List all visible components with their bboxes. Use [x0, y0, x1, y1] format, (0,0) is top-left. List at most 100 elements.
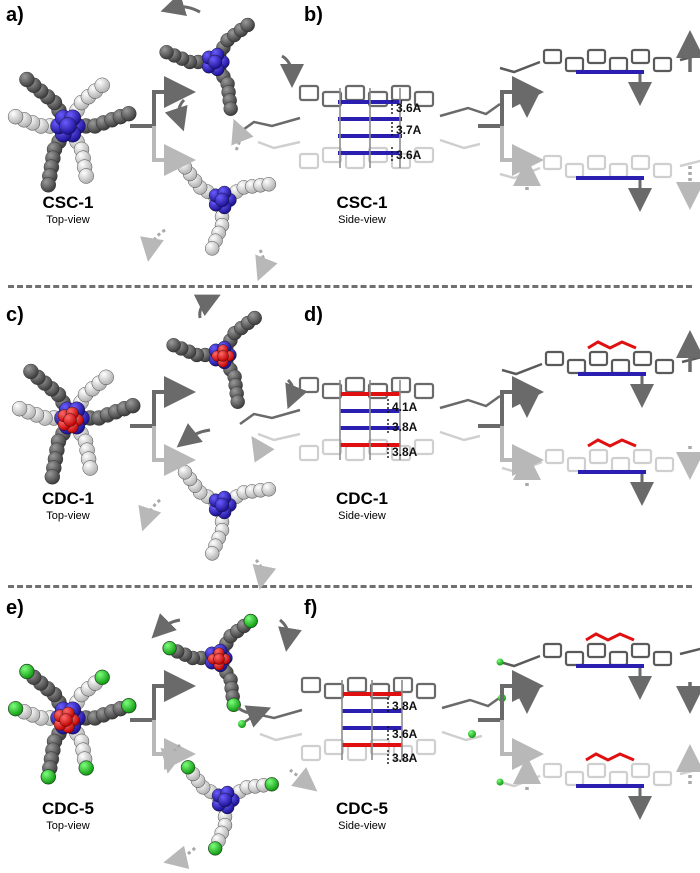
- side-half-stick-model: [499, 154, 700, 212]
- chloro-end-sphere: [40, 769, 56, 785]
- half-molecule: [180, 760, 279, 856]
- alkyl-arm: [439, 138, 481, 150]
- rotation-arrow: [279, 54, 304, 88]
- atom-sphere: [247, 310, 262, 326]
- alkyl-arm: [439, 102, 501, 118]
- chloro-end-sphere: [94, 669, 110, 685]
- alkyl-arm: [499, 60, 541, 74]
- split-arrow-up: [130, 376, 196, 428]
- split-arrow-down: [152, 720, 196, 770]
- core-sphere: [59, 117, 77, 135]
- aromatic-ring: [413, 146, 435, 164]
- aromatic-ring: [323, 738, 345, 756]
- aromatic-ring: [413, 90, 435, 108]
- stick-models: [238, 48, 700, 820]
- atom-sphere: [204, 546, 220, 561]
- split-arrow-down: [152, 126, 196, 176]
- atom-sphere: [177, 465, 193, 480]
- atom-sphere: [7, 108, 24, 125]
- side-half-stick-model: [496, 632, 700, 700]
- aromatic-ring: [542, 48, 563, 65]
- alkyl-arm: [257, 432, 301, 442]
- aromatic-ring: [632, 350, 653, 367]
- atom-sphere: [261, 177, 276, 192]
- alkyl-arm: [439, 430, 481, 442]
- distance-label: 3.6A: [396, 101, 422, 115]
- aromatic-ring: [588, 350, 609, 367]
- core-sphere: [214, 497, 230, 513]
- chloro-end-sphere: [8, 701, 23, 717]
- aromatic-ring: [586, 48, 607, 65]
- split-arrow-down: [152, 426, 196, 476]
- aromatic-ring: [544, 350, 565, 367]
- atom-sphere: [78, 168, 94, 184]
- aromatic-ring: [346, 744, 368, 762]
- split-arrow: [130, 376, 196, 476]
- view-name-e: Top-view: [46, 820, 90, 832]
- rotation-arrows: [138, 0, 700, 870]
- alkyl-arm: [499, 166, 541, 180]
- aromatic-ring: [654, 358, 675, 375]
- aromatic-ring: [321, 90, 343, 108]
- half-molecule: [162, 613, 258, 712]
- atom-sphere: [11, 401, 28, 417]
- atom-sphere: [23, 363, 39, 380]
- atom-sphere: [121, 105, 137, 122]
- aromatic-ring: [630, 154, 651, 171]
- core-layer: [585, 632, 635, 642]
- aromatic-ring: [344, 152, 366, 170]
- molecule-name-b: CSC-1: [336, 193, 388, 212]
- distance-annotations: 3.6A3.7A3.6A4.1A3.8A3.8A3.8A3.6A3.8A: [387, 100, 422, 766]
- distance-label: 3.8A: [392, 445, 418, 459]
- side-half-stick-model: [501, 340, 700, 408]
- side-half-stick-model: [499, 48, 700, 106]
- chloro-end-sphere: [468, 730, 476, 738]
- distance-label: 4.1A: [392, 400, 418, 414]
- atom-sphere: [230, 394, 245, 409]
- aromatic-ring: [564, 770, 585, 787]
- alkyl-arm: [441, 730, 483, 742]
- rotation-arrow: [278, 618, 302, 652]
- chloro-end-sphere: [162, 641, 177, 656]
- side-view-stick-model: [239, 84, 501, 170]
- core-sphere: [207, 54, 223, 70]
- rotation-arrow: [193, 294, 221, 319]
- distance-label: 3.8A: [392, 420, 418, 434]
- aromatic-ring: [298, 84, 320, 102]
- rotation-arrow: [140, 228, 166, 262]
- distance-label: 3.8A: [392, 699, 418, 713]
- alkyl-arm: [501, 460, 543, 474]
- section-divider-top: [8, 285, 692, 288]
- aromatic-ring: [415, 738, 437, 756]
- aromatic-ring: [413, 438, 435, 456]
- alkyl-arm: [679, 53, 700, 62]
- panel-label-e: e): [6, 597, 24, 619]
- chloro-end-sphere: [208, 841, 223, 856]
- aromatic-ring: [564, 650, 585, 667]
- rotation-arrow: [160, 743, 185, 774]
- aromatic-ring: [390, 376, 412, 394]
- core-sphere: [217, 792, 233, 808]
- aromatic-ring: [542, 154, 563, 171]
- rotation-arrow: [163, 845, 197, 870]
- split-arrow-up: [130, 670, 196, 722]
- side-half-stick-model: [496, 752, 700, 820]
- aromatic-ring: [608, 650, 629, 667]
- alkyl-arm: [259, 732, 303, 742]
- side-view-stick-model: [239, 376, 501, 462]
- rotation-arrow: [252, 558, 277, 590]
- distance-label: 3.8A: [392, 751, 418, 765]
- rotation-arrow: [160, 0, 201, 16]
- aromatic-ring: [392, 744, 414, 762]
- aromatic-ring: [610, 456, 631, 473]
- aromatic-ring: [564, 56, 585, 73]
- aromatic-ring: [344, 376, 366, 394]
- atom-sphere: [40, 177, 56, 193]
- chloro-end-sphere: [243, 614, 258, 628]
- half-molecule: [177, 160, 276, 256]
- split-arrow: [478, 670, 544, 770]
- alkyl-arm: [681, 454, 700, 462]
- side-view-stick-model: [238, 676, 506, 762]
- core-sphere: [213, 653, 225, 665]
